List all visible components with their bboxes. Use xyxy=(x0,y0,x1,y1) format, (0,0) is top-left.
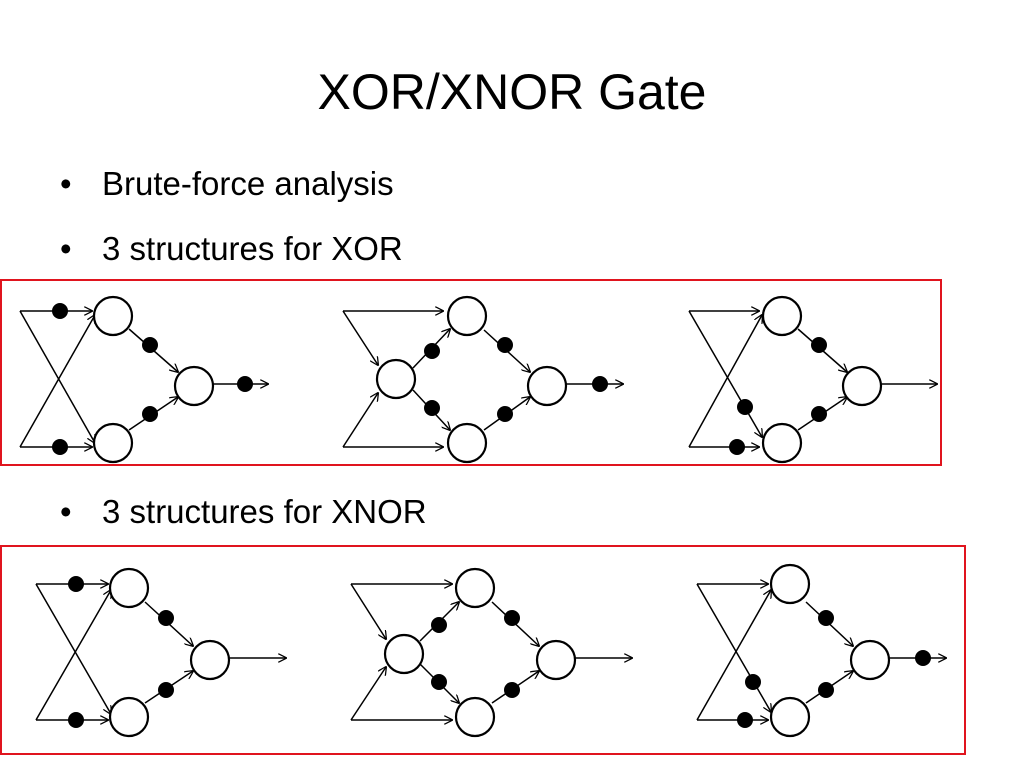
neuron-node xyxy=(375,358,417,400)
xnor-structure-1 xyxy=(35,567,286,738)
inverter-dot xyxy=(504,610,520,626)
neuron-node xyxy=(92,295,134,337)
inverter-dot xyxy=(497,337,513,353)
neuron-node xyxy=(535,639,577,681)
inverter-dot xyxy=(737,399,753,415)
xor-structure-3 xyxy=(688,295,937,464)
inverter-dot xyxy=(737,712,753,728)
bullet-item: • 3 structures for XOR xyxy=(60,229,403,269)
neuron-node xyxy=(383,633,425,675)
inverter-dot xyxy=(68,712,84,728)
neuron-node xyxy=(173,365,215,407)
inverter-dot xyxy=(424,400,440,416)
neuron-node xyxy=(769,696,811,738)
inverter-dot xyxy=(504,682,520,698)
neuron-node xyxy=(108,696,150,738)
xor-structure-1 xyxy=(19,295,268,464)
inverter-dot xyxy=(592,376,608,392)
inverter-dot xyxy=(431,617,447,633)
neuron-node xyxy=(849,639,891,681)
inverter-dot xyxy=(818,610,834,626)
slide-title: XOR/XNOR Gate xyxy=(317,64,707,120)
inverter-dot xyxy=(431,674,447,690)
inverter-dot xyxy=(158,610,174,626)
inverter-dot xyxy=(745,674,761,690)
inverter-dot xyxy=(818,682,834,698)
inverter-dot xyxy=(811,337,827,353)
inverter-dot xyxy=(142,406,158,422)
xnor-structures-box xyxy=(0,545,966,755)
neuron-node xyxy=(761,295,803,337)
neuron-node xyxy=(454,567,496,609)
bullet-dot: • xyxy=(60,230,72,267)
neuron-node xyxy=(446,422,488,464)
neuron-node xyxy=(761,422,803,464)
neuron-node xyxy=(446,295,488,337)
bullet-item: • Brute-force analysis xyxy=(60,164,394,204)
neuron-node xyxy=(841,365,883,407)
neuron-node xyxy=(769,563,811,605)
bullet-dot: • xyxy=(60,165,72,202)
inverter-dot xyxy=(52,439,68,455)
inverter-dot xyxy=(424,343,440,359)
bullet-text: Brute-force analysis xyxy=(102,165,394,202)
bullet-item: • 3 structures for XNOR xyxy=(60,492,427,532)
inverter-dot xyxy=(52,303,68,319)
neuron-node xyxy=(189,639,231,681)
inverter-dot xyxy=(811,406,827,422)
inverter-dot xyxy=(142,337,158,353)
neuron-node xyxy=(108,567,150,609)
inverter-dot xyxy=(68,576,84,592)
neuron-node xyxy=(526,365,568,407)
xnor-structure-2 xyxy=(350,567,632,738)
bullet-text: 3 structures for XNOR xyxy=(102,493,427,530)
bullet-dot: • xyxy=(60,493,72,530)
inverter-dot xyxy=(237,376,253,392)
inverter-dot xyxy=(915,650,931,666)
xor-structure-2 xyxy=(342,295,623,464)
xor-structures-box xyxy=(0,279,942,466)
neuron-node xyxy=(454,696,496,738)
xnor-structure-3 xyxy=(696,563,946,738)
neuron-node xyxy=(92,422,134,464)
inverter-dot xyxy=(729,439,745,455)
inverter-dot xyxy=(158,682,174,698)
bullet-text: 3 structures for XOR xyxy=(102,230,403,267)
inverter-dot xyxy=(497,406,513,422)
